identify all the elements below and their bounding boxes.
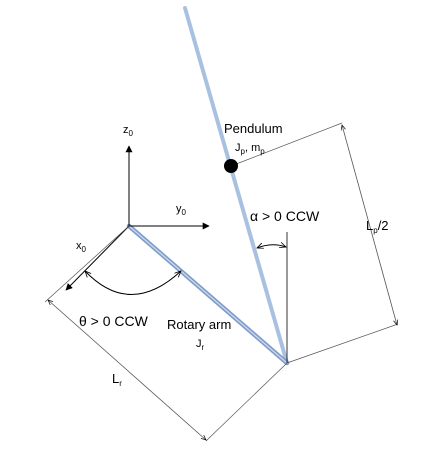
pendulum-half-length-label: Lp/2 xyxy=(366,218,389,235)
alpha-angle-arc xyxy=(257,245,286,248)
lp-extension-top xyxy=(230,122,343,167)
rotary-arm-highlight xyxy=(128,225,288,364)
theta-angle-label: θ > 0 CCW xyxy=(79,313,149,329)
lr-extension-bottom xyxy=(205,362,288,442)
x-axis-label: x0 xyxy=(76,240,87,254)
lp-dimension-line xyxy=(342,125,397,325)
rotary-inertia-label: Jr xyxy=(196,338,205,352)
y-axis-label: y0 xyxy=(176,203,187,217)
filled-circle-icon xyxy=(224,159,238,173)
alpha-angle-label: α > 0 CCW xyxy=(250,208,320,224)
pendulum-rod xyxy=(183,6,289,365)
rotary-arm-label: Rotary arm xyxy=(167,317,231,332)
z-axis-label: z0 xyxy=(123,124,134,138)
x-axis-arrow xyxy=(65,225,130,291)
theta-angle-arc xyxy=(85,271,181,295)
lr-dimension-line xyxy=(48,300,206,440)
pendulum-label: Pendulum xyxy=(224,121,283,136)
pendulum-params-label: Jp, mp xyxy=(235,142,265,156)
lp-extension-bottom xyxy=(286,323,399,364)
lr-extension-top xyxy=(44,225,130,303)
rotary-length-label: Lr xyxy=(112,371,122,388)
